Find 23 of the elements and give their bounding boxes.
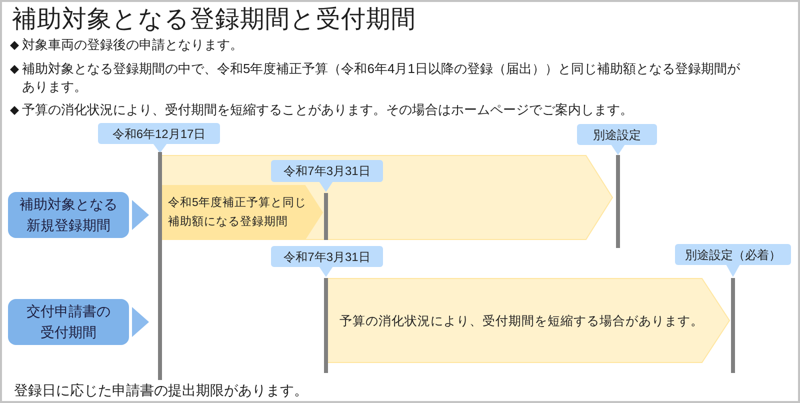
date-label: 別途設定（必着） (685, 246, 781, 262)
band-text: 予算の消化状況により、受付期間を短縮する場合があります。 (340, 312, 704, 330)
row-heading-tab (8, 192, 149, 238)
date-callout (675, 244, 791, 277)
bullet-note: 対象車両の登録後の申請となります。 (22, 36, 243, 54)
band-text: 令和5年度補正予算と同じ補助額になる登録期間 (168, 196, 308, 230)
date-callout (98, 123, 220, 153)
bullet-note: 補助対象となる登録期間の中で、令和5年度補正予算（令和6年4月1日以降の登録（届出））と同じ補助額となる登録期間があります。 (22, 60, 741, 96)
period-arrow-band (161, 185, 323, 240)
row-heading-tab (8, 299, 149, 345)
date-label: 別途設定 (593, 126, 641, 142)
date-label: 令和7年3月31日 (284, 248, 370, 264)
period-arrow-band (160, 155, 613, 240)
period-arrow-band (327, 278, 730, 363)
row-heading-text: 交付申請書の受付期間 (26, 302, 112, 342)
footnote-text: 登録日に応じた申請書の提出期限があります。 (14, 381, 308, 399)
date-callout (271, 246, 383, 277)
bullet-note: 予算の消化状況により、受付期間を短縮することがあります。その場合はホームページでご案内します。 (22, 101, 633, 119)
date-callout (577, 124, 657, 155)
diagram-title: 補助対象となる登録期間と受付期間 (12, 5, 416, 35)
date-label: 令和7年3月31日 (284, 163, 370, 179)
date-label: 令和6年12月17日 (112, 126, 206, 142)
row-heading-text: 補助対象となる新規登録期間 (18, 195, 118, 235)
